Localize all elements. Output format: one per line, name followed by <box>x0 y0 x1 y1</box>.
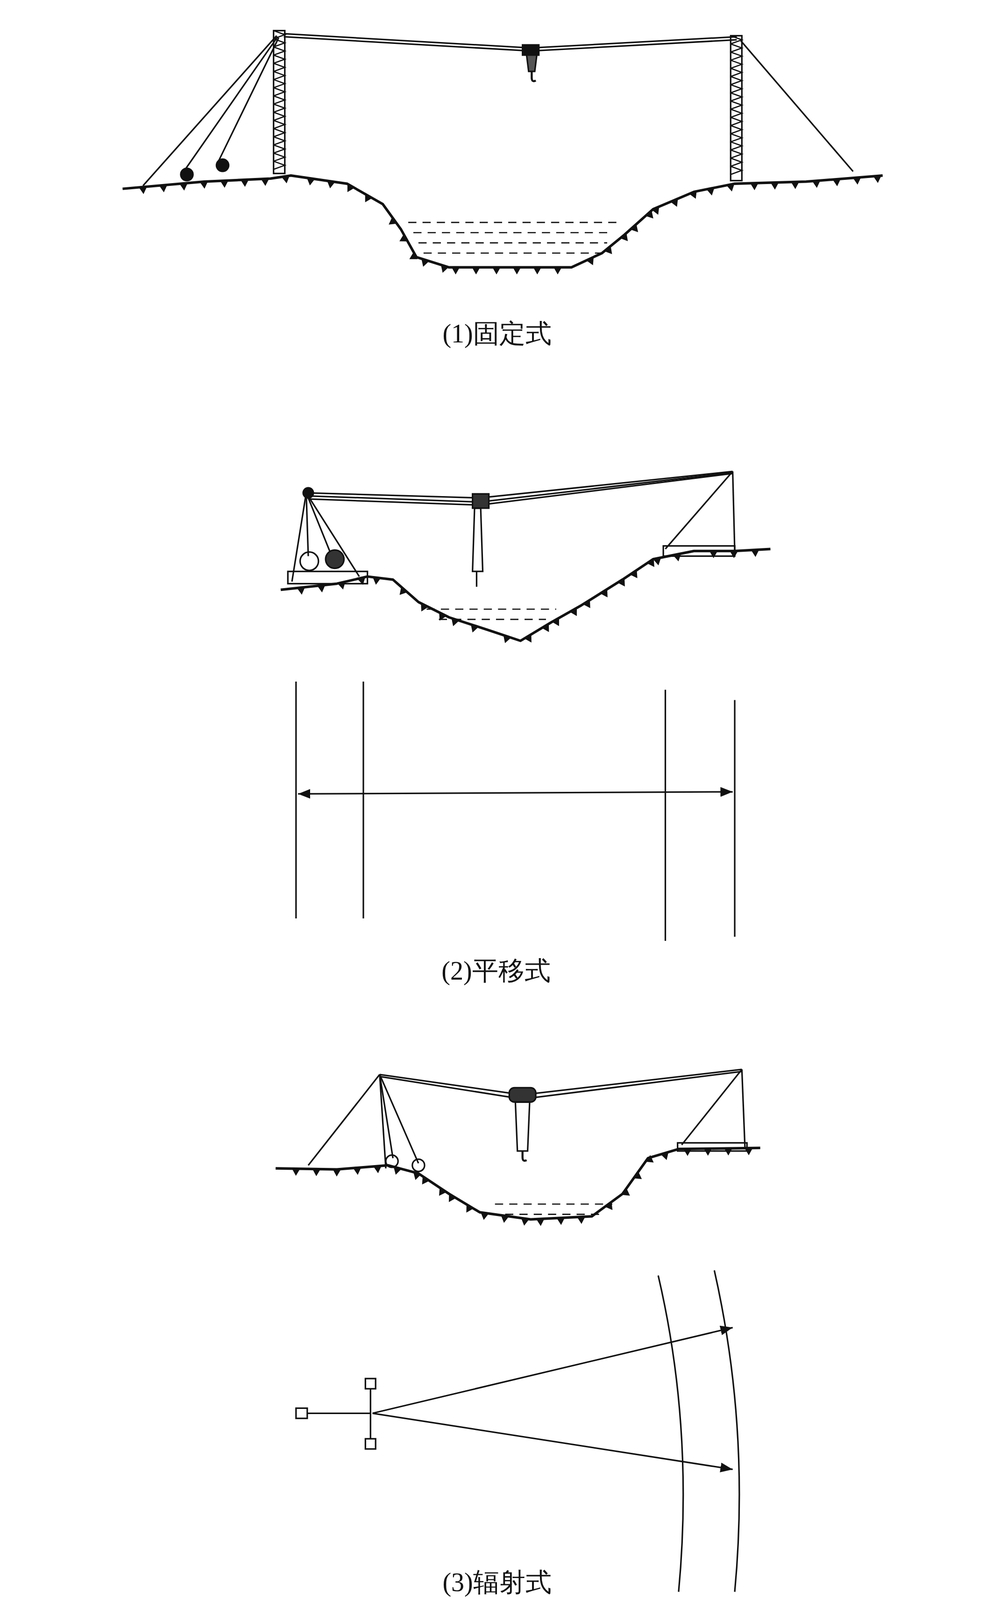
ground-tick <box>297 587 305 595</box>
ground-tick <box>533 267 542 275</box>
ground-tick <box>652 557 661 566</box>
ground-tick <box>466 1204 474 1213</box>
ground-tick <box>317 584 326 593</box>
ground-tick <box>503 635 512 644</box>
ground-tick <box>500 1214 509 1223</box>
ground-tick <box>791 181 800 190</box>
ground-tick <box>470 624 479 633</box>
ground-tick <box>723 1148 732 1156</box>
ground-line <box>280 548 771 641</box>
ground-tick <box>604 1201 613 1210</box>
ground-tick <box>604 246 612 255</box>
ground-tick <box>576 1216 585 1224</box>
ground-tick <box>138 186 147 195</box>
ground-tick <box>332 1169 341 1177</box>
ground-tick <box>291 1168 300 1176</box>
ground-tick <box>409 252 418 260</box>
ground-tick <box>199 181 208 189</box>
ground-tick <box>683 1148 692 1156</box>
ground-tick <box>536 1218 545 1227</box>
ground-tick <box>646 558 655 568</box>
ground-tick <box>326 180 335 189</box>
ground-tick <box>620 233 628 242</box>
ground-tick <box>670 198 678 207</box>
ground-tick <box>586 256 594 266</box>
tower-lattice <box>730 35 742 175</box>
ground-tick <box>852 177 861 185</box>
figure-caption: (1)固定式 <box>442 316 552 352</box>
ground-tick <box>399 586 408 595</box>
ground-tick <box>512 267 521 275</box>
ground-tick <box>706 187 715 196</box>
fixed-type-figure <box>142 30 853 254</box>
ground-tick <box>645 1154 654 1163</box>
figure-caption: (3)辐射式 <box>442 1564 552 1600</box>
ground-tick <box>750 183 759 191</box>
ground-line <box>122 175 883 268</box>
ground-tick <box>261 178 270 186</box>
ground-tick <box>552 617 560 627</box>
ground-tick <box>873 175 882 184</box>
ground-tick <box>703 1148 712 1156</box>
ground-tick <box>472 267 481 275</box>
ground-tick <box>660 1151 669 1160</box>
ground-tick <box>521 1217 530 1226</box>
ground-tick <box>645 210 654 219</box>
parallel-moving-type-figure <box>287 471 735 941</box>
ground-tick <box>569 607 577 617</box>
ground-tick <box>709 551 718 559</box>
ground-tick <box>633 1171 643 1179</box>
ground-tick <box>651 206 660 215</box>
ground-tick <box>347 184 355 193</box>
ground-tick <box>689 190 697 199</box>
ground-tick <box>159 184 168 193</box>
ground-tick <box>832 178 841 187</box>
ground-tick <box>337 581 346 590</box>
ground-tick <box>630 224 639 233</box>
ground-tick <box>440 264 449 273</box>
ground-tick <box>541 623 549 632</box>
ground-tick <box>421 258 430 267</box>
ground-tick <box>365 193 373 203</box>
tower-lattice <box>273 30 285 170</box>
ground-tick <box>630 569 638 579</box>
ground-tick <box>480 1212 489 1220</box>
ground-tick <box>373 1165 382 1174</box>
ground-tick <box>812 180 821 188</box>
ground-tick <box>306 177 315 186</box>
ground-tick <box>420 602 429 612</box>
ground-tick <box>751 549 759 558</box>
figure-caption: (2)平移式 <box>441 953 551 989</box>
ground-tick <box>372 576 381 585</box>
ground-tick <box>393 1166 402 1175</box>
ground-tick <box>219 180 228 188</box>
ground-line <box>275 1147 761 1220</box>
ground-tick <box>726 183 735 192</box>
ground-tick <box>492 267 501 275</box>
ground-tick <box>439 1187 447 1196</box>
ground-tick <box>451 267 460 275</box>
ground-tick <box>240 179 249 187</box>
ground-tick <box>617 578 625 587</box>
ground-tick <box>353 1167 362 1175</box>
ground-tick <box>553 267 562 275</box>
ground-tick <box>388 217 398 225</box>
radial-type-figure <box>296 1069 747 1592</box>
ground-tick <box>673 553 681 562</box>
ground-tick <box>556 1217 565 1226</box>
ground-tick <box>524 634 532 643</box>
ground-tick <box>312 1168 321 1176</box>
ground-tick <box>281 175 290 184</box>
ground-tick <box>730 551 738 559</box>
ground-tick <box>770 182 779 190</box>
ground-tick <box>179 183 188 191</box>
ground-tick <box>600 588 608 598</box>
ground-tick <box>422 1176 430 1185</box>
ground-tick <box>448 1193 456 1203</box>
ground-tick <box>413 1171 422 1180</box>
ground-tick <box>582 599 591 609</box>
ground-tick <box>621 1188 631 1196</box>
ground-tick <box>399 234 408 242</box>
